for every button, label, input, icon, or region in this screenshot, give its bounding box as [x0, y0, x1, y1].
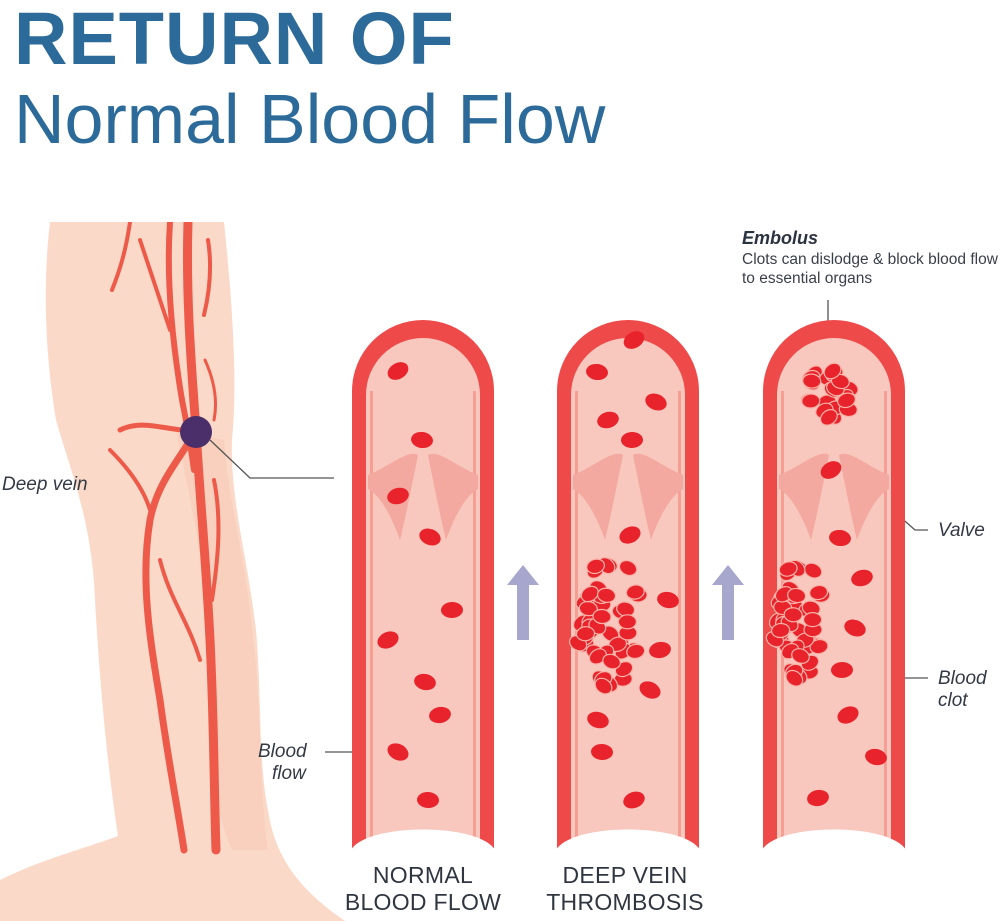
embolus-cell: [802, 373, 822, 389]
embolus-cell: [801, 393, 821, 409]
blood-clot-label-line2: clot: [938, 690, 968, 711]
blood-cell: [820, 461, 842, 479]
vessel-wall-stripe: [678, 391, 681, 850]
blood-cell: [657, 591, 679, 609]
vessel-lumen: [366, 338, 480, 850]
clot-cell: [618, 559, 638, 577]
blood-cell: [387, 743, 409, 761]
blood-cell: [807, 789, 829, 807]
clot-cell: [778, 561, 798, 577]
clot-cell: [588, 648, 607, 665]
vessel-cut: [350, 829, 496, 852]
blood-cell: [623, 791, 645, 809]
vessel-wall-stripe: [884, 391, 887, 850]
blood-cell: [414, 673, 436, 691]
caption-normal-line2: BLOOD FLOW: [344, 889, 502, 915]
blood-cell: [377, 631, 399, 649]
blood-cell: [865, 748, 887, 766]
clot-cell: [594, 677, 613, 695]
vessel-wall-stripe: [370, 391, 373, 850]
blood-cell: [621, 431, 643, 449]
blood-cell: [591, 743, 613, 761]
clot-cell: [785, 669, 804, 687]
blood-clot-label-line1: Blood: [938, 668, 987, 689]
valve-left: [573, 453, 623, 540]
clot-cell: [617, 614, 638, 630]
up-arrow-icon: [712, 565, 744, 640]
valve-label: Valve: [938, 520, 985, 541]
clot-cell: [783, 607, 803, 623]
blood-cell: [586, 363, 608, 381]
blood-clot: [568, 557, 648, 695]
vessel-3: [761, 320, 907, 852]
blood-cell: [411, 431, 433, 449]
blood-cell: [619, 526, 641, 544]
embolus-description: Clots can dislodge & block blood flow to…: [742, 251, 998, 287]
clot-cell: [626, 643, 646, 660]
blood-cell: [419, 528, 441, 546]
vessel-panels: [350, 320, 907, 852]
clot-cell: [809, 638, 829, 655]
valve-right: [839, 453, 889, 540]
clot-cell: [592, 608, 612, 625]
clot-cell: [586, 558, 606, 575]
blood-flow-label-line2: flow: [272, 763, 306, 784]
blood-cell: [844, 619, 866, 637]
title-line-2: Normal Blood Flow: [14, 80, 606, 158]
valve-right: [428, 453, 478, 540]
title-line-1: RETURN OF: [14, 0, 455, 80]
caption-dvt-line2: THROMBOSIS: [546, 889, 704, 915]
blood-cell: [649, 641, 671, 659]
embolus-title: Embolus: [742, 228, 819, 248]
clot-cell: [803, 562, 823, 579]
valve-right: [633, 453, 683, 540]
vessel-2: [555, 320, 701, 852]
blood-cell: [587, 711, 609, 729]
embolus-clot: [800, 362, 859, 426]
leg-illustration: [0, 222, 345, 921]
leg-veins: [108, 222, 221, 855]
blood-cell: [639, 681, 661, 699]
vessel-cut: [761, 829, 907, 852]
embolus-cell: [837, 392, 856, 409]
blood-cell: [829, 529, 851, 547]
deep-vein-label: Deep vein: [2, 474, 88, 495]
blood-cell: [837, 706, 859, 724]
caption-dvt-line1: DEEP VEIN: [562, 862, 688, 888]
clot-cell: [602, 653, 621, 670]
clot-cell: [809, 584, 829, 601]
valve-left: [779, 453, 829, 540]
embolus-cell: [819, 409, 838, 426]
embolus-cell: [823, 362, 842, 380]
clot-cell: [802, 611, 823, 628]
caption-normal-line1: NORMAL: [372, 862, 474, 888]
clot-cell: [791, 648, 810, 664]
blood-clot: [765, 559, 831, 687]
blood-cell: [623, 331, 645, 349]
blood-cell: [387, 362, 409, 380]
flow-arrow-2: [712, 565, 744, 640]
clot-cell: [580, 585, 599, 603]
blood-cell: [851, 569, 873, 587]
clot-cell: [787, 587, 807, 604]
deep-vein-marker: [180, 416, 212, 448]
clot-cell: [771, 622, 791, 639]
vessel-1: [350, 320, 496, 852]
flow-arrow-1: [507, 565, 539, 640]
clot-cell: [575, 626, 596, 642]
vessel-wall-stripe: [473, 391, 476, 850]
blood-flow-label-line1: Blood: [258, 741, 307, 762]
blood-cell: [417, 791, 439, 809]
blood-cell: [645, 393, 667, 411]
clot-cell: [625, 584, 645, 600]
blood-cell: [429, 706, 451, 724]
up-arrow-icon: [507, 565, 539, 640]
clot-cell: [596, 587, 617, 603]
vessel-cut: [555, 829, 701, 852]
blood-cell: [387, 487, 409, 505]
blood-cell: [597, 411, 619, 429]
blood-cell: [831, 661, 853, 679]
blood-cell: [441, 601, 463, 619]
